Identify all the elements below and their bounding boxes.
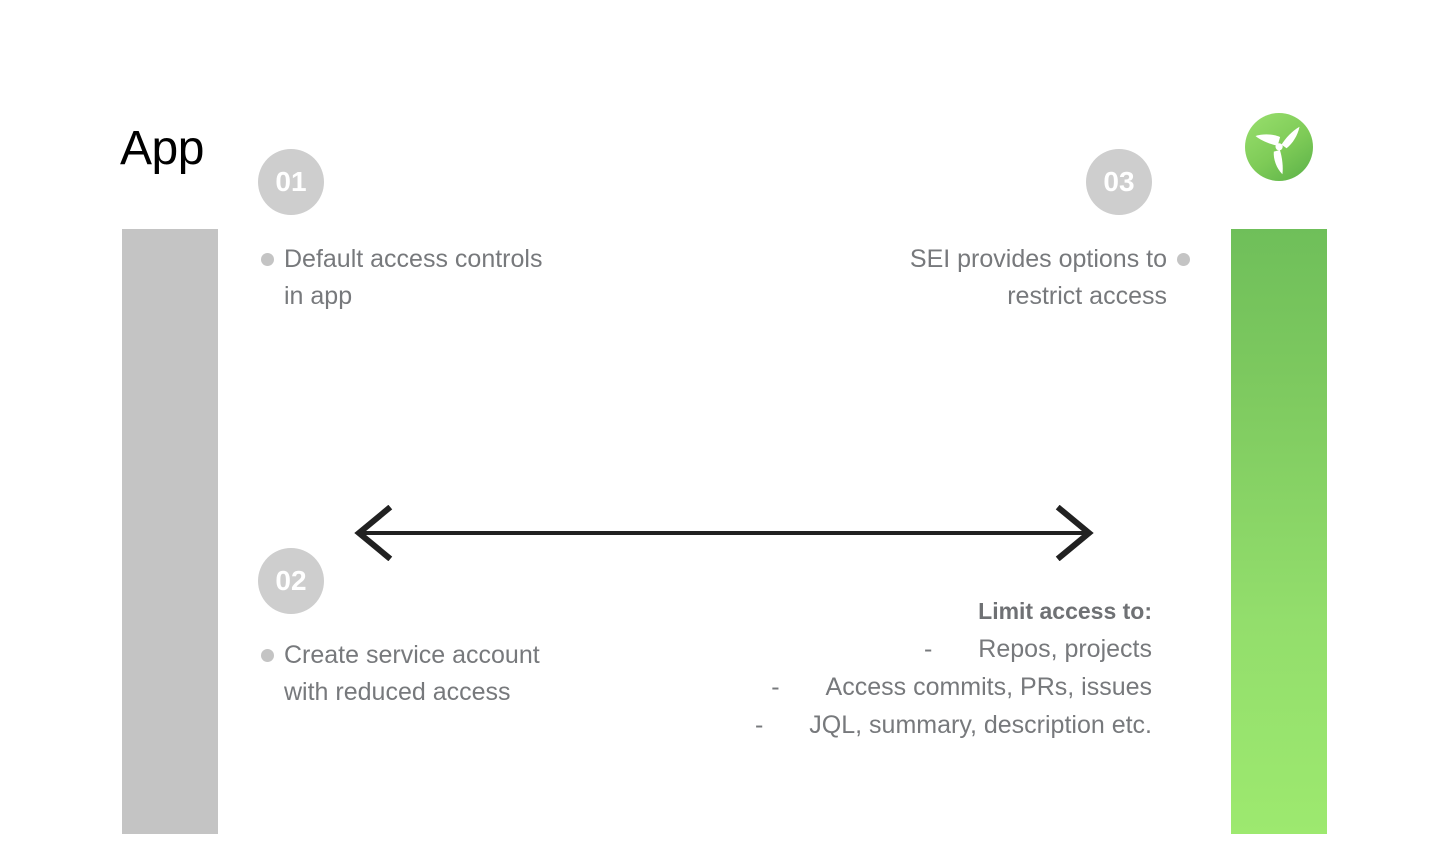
page-title: App <box>120 122 204 175</box>
sei-propeller-logo <box>1244 112 1314 182</box>
limit-access-block: Limit access to: - Repos, projects - Acc… <box>620 593 1152 744</box>
bullet-dot-icon <box>261 649 274 662</box>
limit-access-item-label: Repos, projects <box>978 635 1152 663</box>
step-text-block-02: Create service account with reduced acce… <box>261 637 561 711</box>
step-badge-03: 03 <box>1086 149 1152 215</box>
step-text-block-03: SEI provides options to restrict access <box>900 241 1190 315</box>
double-headed-arrow-icon <box>348 504 1100 562</box>
limit-access-heading: Limit access to: <box>978 598 1152 624</box>
limit-access-item: - JQL, summary, description etc. <box>620 706 1152 744</box>
step-text-02: Create service account with reduced acce… <box>284 641 540 706</box>
step-badge-02: 02 <box>258 548 324 614</box>
limit-access-item-label: JQL, summary, description etc. <box>809 711 1152 739</box>
bullet-dot-icon <box>261 253 274 266</box>
step-text-block-01: Default access controls in app <box>261 241 561 315</box>
step-text-01: Default access controls in app <box>284 245 543 310</box>
limit-access-item-label: Access commits, PRs, issues <box>825 673 1152 701</box>
limit-access-item: - Access commits, PRs, issues <box>620 668 1152 706</box>
step-text-03: SEI provides options to restrict access <box>909 245 1167 310</box>
list-dash: - <box>771 673 780 701</box>
left-gray-bar <box>122 229 218 834</box>
list-dash: - <box>923 635 933 663</box>
step-badge-01: 01 <box>258 149 324 215</box>
limit-access-item: - Repos, projects <box>620 630 1152 668</box>
bullet-dot-icon <box>1177 253 1190 266</box>
right-green-bar <box>1231 229 1327 834</box>
list-dash: - <box>754 711 764 739</box>
